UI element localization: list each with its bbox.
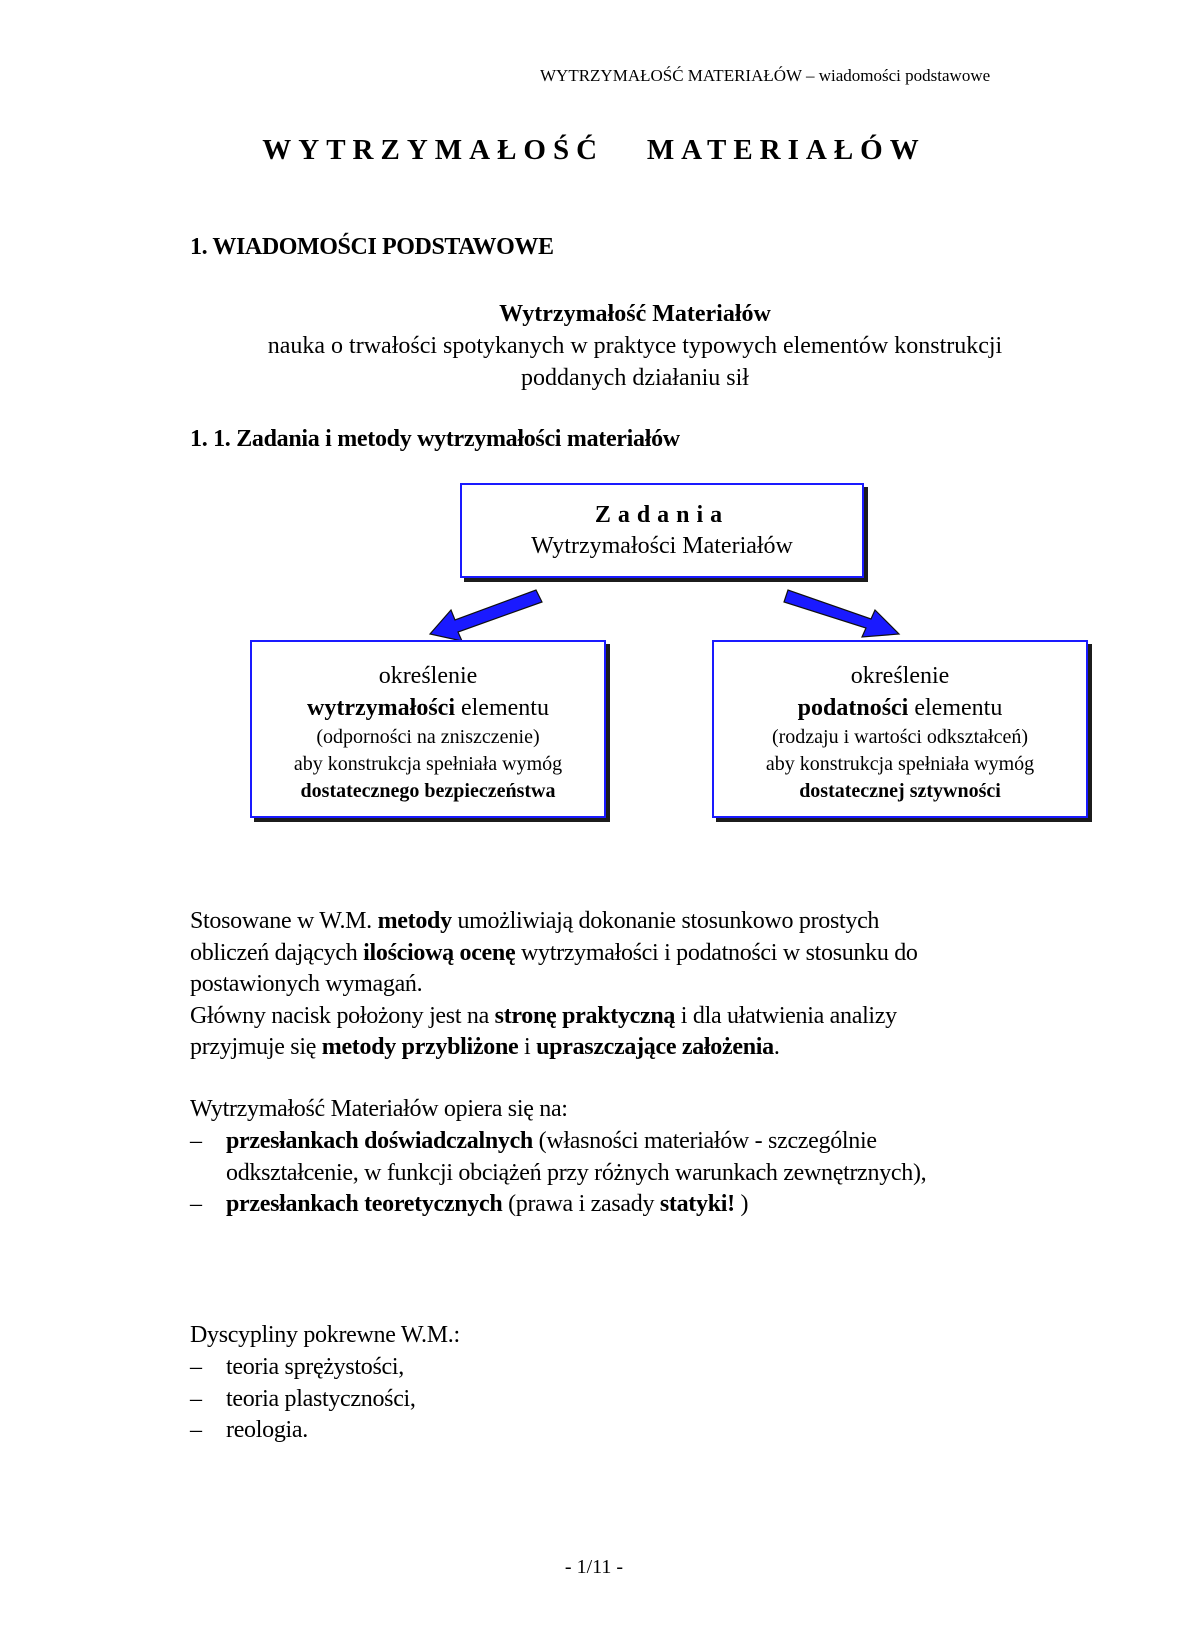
strength-box-line-2: wytrzymałości elementu bbox=[252, 692, 604, 724]
compliance-box-line-2: podatności elementu bbox=[714, 692, 1086, 724]
related-intro: Dyscypliny pokrewne W.M.: bbox=[190, 1322, 460, 1348]
arrow-right bbox=[783, 589, 901, 638]
arrow-left-shape bbox=[428, 589, 543, 642]
compliance-box-line-5: dostatecznej sztywności bbox=[799, 780, 1001, 802]
methods-line-3: postawionych wymagań. bbox=[190, 971, 423, 997]
compliance-box-line-1: określenie bbox=[850, 663, 950, 689]
arrow-right-shape bbox=[783, 589, 901, 638]
compliance-box-line-4: aby konstrukcja spełniała wymóg bbox=[765, 753, 1035, 775]
methods-paragraph: Stosowane w W.M. metody umożliwiają doko… bbox=[190, 906, 1090, 1064]
definition-block: Wytrzymałość Materiałów nauka o trwałośc… bbox=[190, 298, 1080, 394]
compliance-term: podatności bbox=[797, 695, 909, 721]
list-dash: – bbox=[190, 1417, 202, 1443]
related-list: –teoria sprężystości, –teoria plastyczno… bbox=[190, 1352, 1090, 1447]
compliance-box-line-3: (rodzaju i wartości odkształceń) bbox=[771, 726, 1028, 748]
strength-term: wytrzymałości bbox=[307, 695, 455, 721]
methods-line-5: przyjmuje się metody przybliżone i upras… bbox=[190, 1034, 780, 1060]
strength-box-line-5: dostatecznego bezpieczeństwa bbox=[300, 780, 556, 802]
tasks-box: Zadania Wytrzymałości Materiałów bbox=[460, 483, 864, 578]
list-dash: – bbox=[190, 1191, 202, 1217]
list-dash: – bbox=[190, 1385, 202, 1412]
methods-line-1: Stosowane w W.M. metody umożliwiają doko… bbox=[190, 908, 880, 934]
definition-line-1: nauka o trwałości spotykanych w praktyce… bbox=[267, 333, 1003, 359]
strength-box-line-4: aby konstrukcja spełniała wymóg bbox=[293, 753, 563, 775]
definition-line-2: poddanych działaniu sił bbox=[521, 365, 749, 391]
list-item: –teoria plastyczności, bbox=[190, 1384, 1090, 1416]
bases-intro: Wytrzymałość Materiałów opiera się na: bbox=[190, 1096, 568, 1122]
strength-box-line-3: (odporności na zniszczenie) bbox=[316, 726, 540, 748]
methods-line-4: Główny nacisk położony jest na stronę pr… bbox=[190, 1002, 897, 1029]
document-title: WYTRZYMAŁOŚĆ MATERIAŁÓW bbox=[262, 134, 926, 166]
list-dash: – bbox=[190, 1128, 202, 1154]
list-item: – przesłankach teoretycznych (prawa i za… bbox=[190, 1189, 1090, 1221]
section-heading: 1. WIADOMOŚCI PODSTAWOWE bbox=[190, 234, 554, 260]
tasks-box-title: Zadania bbox=[594, 502, 730, 528]
definition-title: Wytrzymałość Materiałów bbox=[499, 301, 771, 327]
strength-box-line-1: określenie bbox=[378, 663, 478, 689]
list-item: –teoria sprężystości, bbox=[190, 1352, 1090, 1384]
compliance-box-line-2-rest: elementu bbox=[908, 695, 1003, 721]
strength-box-line-2-rest: elementu bbox=[454, 695, 549, 721]
subsection-heading: 1. 1. Zadania i metody wytrzymałości mat… bbox=[190, 426, 680, 452]
bases-list: – przesłankach doświadczalnych (własnośc… bbox=[190, 1126, 1090, 1221]
list-item: –reologia. bbox=[190, 1415, 1090, 1447]
list-item: – przesłankach doświadczalnych (własnośc… bbox=[190, 1128, 927, 1186]
page-number: - 1/11 - bbox=[564, 1556, 624, 1578]
methods-line-2: obliczeń dających ilościową ocenę wytrzy… bbox=[190, 939, 918, 966]
running-header: WYTRZYMAŁOŚĆ MATERIAŁÓW – wiadomości pod… bbox=[540, 66, 991, 85]
strength-box: określenie wytrzymałości elementu (odpor… bbox=[250, 640, 606, 818]
compliance-box: określenie podatności elementu (rodzaju … bbox=[712, 640, 1088, 818]
arrow-left bbox=[428, 589, 543, 642]
list-dash: – bbox=[190, 1354, 202, 1380]
tasks-box-subtitle: Wytrzymałości Materiałów bbox=[531, 533, 793, 559]
